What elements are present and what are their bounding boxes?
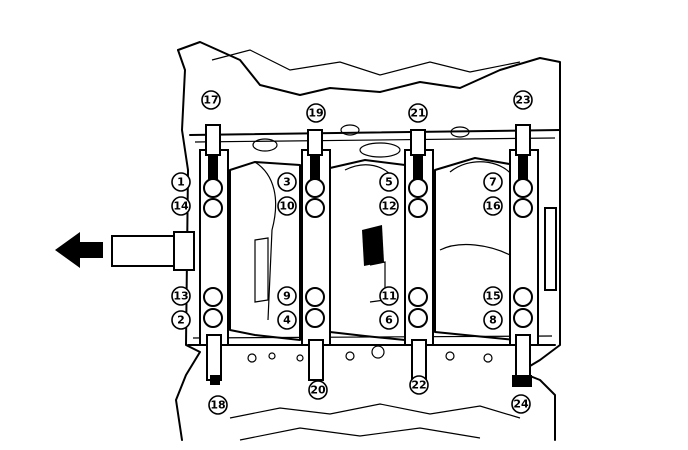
callout-16-label: 16 — [485, 200, 501, 213]
callout-9-label: 9 — [283, 290, 291, 303]
callout-20: 20 — [308, 380, 328, 400]
callout-12-label: 12 — [381, 200, 396, 213]
callout-17-label: 17 — [203, 94, 218, 107]
callout-21: 21 — [408, 103, 428, 123]
callout-6-label: 6 — [385, 314, 393, 327]
callout-14: 14 — [171, 196, 191, 216]
callout-3-label: 3 — [283, 176, 291, 189]
callout-9: 9 — [277, 286, 297, 306]
cap-bolt-heads — [203, 178, 533, 328]
callout-15-label: 15 — [485, 290, 500, 303]
callout-1-label: 1 — [177, 176, 185, 189]
callout-6: 6 — [379, 310, 399, 330]
callout-4: 4 — [277, 310, 297, 330]
callout-3: 3 — [277, 172, 297, 192]
callout-12: 12 — [379, 196, 399, 216]
callout-5: 5 — [379, 172, 399, 192]
callout-7: 7 — [483, 172, 503, 192]
callout-8-label: 8 — [489, 314, 497, 327]
callout-18: 18 — [208, 395, 228, 415]
lower-bolts — [206, 334, 532, 387]
callout-23: 23 — [513, 90, 533, 110]
callout-11: 11 — [379, 286, 399, 306]
callout-13-label: 13 — [173, 290, 188, 303]
callout-19-label: 19 — [308, 107, 323, 120]
callout-10-label: 10 — [279, 200, 295, 213]
bolt-number-callouts: 1 14 13 2 3 10 9 4 5 12 11 6 7 16 15 8 1… — [171, 90, 533, 415]
callout-8: 8 — [483, 310, 503, 330]
callout-1: 1 — [171, 172, 191, 192]
callout-5-label: 5 — [385, 176, 393, 189]
callout-2-label: 2 — [177, 314, 185, 327]
callout-14-label: 14 — [173, 200, 189, 213]
callout-23-label: 23 — [515, 94, 530, 107]
callout-2: 2 — [171, 310, 191, 330]
upper-bolts — [205, 124, 531, 180]
callout-22-label: 22 — [411, 379, 426, 392]
callout-17: 17 — [201, 90, 221, 110]
callout-20-label: 20 — [310, 384, 326, 397]
front-direction-arrow-icon — [55, 231, 195, 271]
callout-22: 22 — [409, 375, 429, 395]
callout-21-label: 21 — [410, 107, 425, 120]
callout-7-label: 7 — [489, 176, 497, 189]
callout-19: 19 — [306, 103, 326, 123]
callout-4-label: 4 — [283, 314, 291, 327]
callout-16: 16 — [483, 196, 503, 216]
callout-24-label: 24 — [513, 398, 529, 411]
callout-10: 10 — [277, 196, 297, 216]
callout-13: 13 — [171, 286, 191, 306]
callout-15: 15 — [483, 286, 503, 306]
callout-18-label: 18 — [210, 399, 225, 412]
callout-11-label: 11 — [381, 290, 396, 303]
callout-24: 24 — [511, 394, 531, 414]
